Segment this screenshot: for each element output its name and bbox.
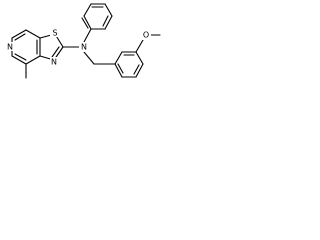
amine-nitrogen-label: N [81,43,87,52]
phenyl-ring [81,3,113,43]
atom-labels: N S N N O [6,28,151,67]
thiazole-nitrogen-label: N [51,58,57,67]
molecule-drawing: N S N N O [6,3,161,79]
structure-diagram: N S N N O [0,0,174,95]
amine-ch2-bond [83,51,95,65]
thiazole-ring [39,33,64,61]
pyridine-ring [11,29,41,65]
c-o-bond [135,39,144,53]
pyridine-nitrogen-label: N [7,43,13,52]
methoxy-oxygen-label: O [143,31,149,40]
thiazole-sulfur-label: S [52,29,57,38]
methoxyphenyl-ring [114,51,144,78]
